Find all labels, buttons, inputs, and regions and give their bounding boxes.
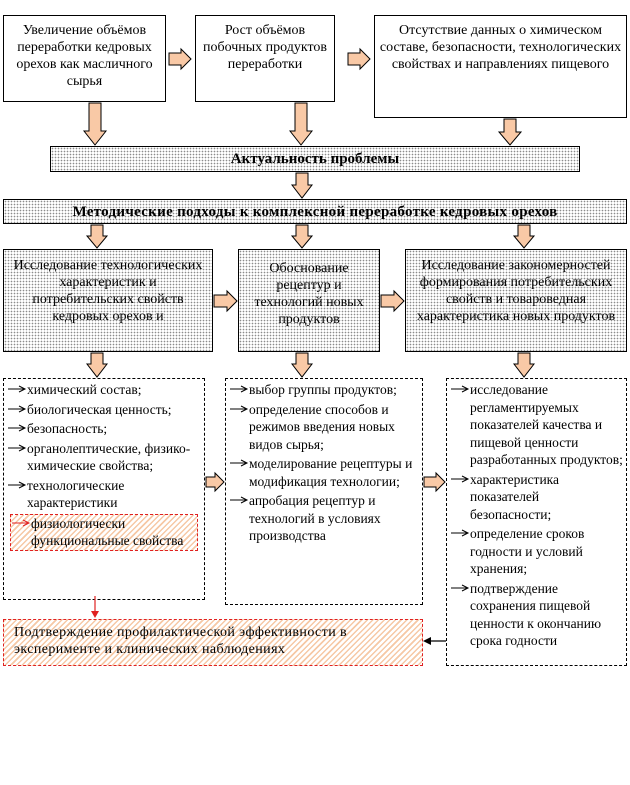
list1-item: технологические характеристики [7,477,201,512]
list1-item-text: органолептические, физико-химические сво… [27,440,191,474]
list-recipe-items: выбор группы продуктов; определение спос… [225,378,423,605]
arrow-down-icon [85,224,109,249]
arrow-bullet-icon [451,529,470,537]
list3-item-text: характеристика показателей безопасности; [470,471,560,522]
arrow-down-icon [82,102,108,146]
list1-item-text: безопасность; [27,421,108,436]
list2-item-text: выбор группы продуктов; [249,382,397,397]
list2-item-text: определение способов и режимов введения … [249,401,395,452]
list1-item-text: биологическая ценность; [27,401,172,417]
list3-item: определение сроков годности и условий хр… [450,525,623,578]
list3-item-text: исследование регламентируемых показателе… [470,382,623,467]
list2-item-text: апробация рецептур и технологий в услови… [249,493,381,543]
list2-item: выбор группы продуктов; [229,381,419,399]
arrow-right-icon [205,471,225,493]
arrow-down-icon [290,172,314,199]
arrow-bullet-icon [230,459,249,467]
box-recipe-justification-text: Обоснование рецептур и технологий новых … [254,261,364,327]
banner-methods: Методические подходы к комплексной перер… [3,199,627,224]
arrow-bullet-icon [8,385,27,393]
arrow-bullet-icon [451,584,470,591]
arrow-bullet-icon [451,385,470,393]
arrow-bullet-icon [230,385,249,393]
list1-item: органолептические, физико-химические сво… [7,440,201,475]
arrow-bullet-icon [8,405,27,412]
box-no-data-text: Отсутствие данных о химическом составе, … [379,23,622,72]
arrow-down-icon [85,352,109,378]
box-oil-processing-growth-text: Увеличение объёмов переработки кедровых … [16,23,153,89]
box-byproducts-growth-text: Рост объёмов побочных продуктов перерабо… [202,23,328,72]
arrow-down-icon [290,352,314,378]
box-oil-processing-growth: Увеличение объёмов переработки кедровых … [3,15,166,102]
arrow-bullet-icon [8,444,27,451]
arrow-right-icon [168,47,192,71]
arrow-bullet-icon [230,496,249,504]
banner-methods-text: Методические подходы к комплексной перер… [72,203,558,220]
list2-item-text: моделирование рецептуры и модификация те… [249,456,413,489]
arrow-bullet-icon [230,405,249,412]
arrow-right-icon [347,47,371,71]
arrow-down-icon [288,102,314,146]
arrow-down-icon [290,224,314,249]
box-recipe-justification: Обоснование рецептур и технологий новых … [238,249,380,352]
list-research-items: химический состав; биологическая ценност… [3,378,205,600]
list3-item-text: подтверждение сохранения пищевой ценност… [470,580,602,649]
box-research-properties: Исследование технологических характерист… [3,249,213,352]
arrow-right-icon [423,471,446,493]
list3-item: подтверждение сохранения пищевой ценност… [450,580,623,650]
box-consumer-properties: Исследование закономерностей формировани… [405,249,627,352]
box-no-data: Отсутствие данных о химическом составе, … [374,15,627,118]
box-confirmation: Подтверждение профилактической эффективн… [3,619,423,666]
banner-relevance-text: Актуальность проблемы [230,151,400,167]
list1-item: безопасность; [7,420,201,438]
box-research-properties-text: Исследование технологических характерист… [13,258,203,324]
arrow-right-icon [380,289,405,313]
list1-item: химический состав; [7,381,201,399]
arrow-down-icon [512,224,536,249]
arrow-right-icon [213,289,238,313]
list3-item: характеристика показателей безопасности; [450,471,623,524]
arrow-down-icon [512,352,536,378]
list3-item-text: определение сроков годности и условий хр… [470,526,585,576]
list1-item-text: химический состав; [27,382,142,397]
list1-item: биологическая ценность; [7,401,201,419]
list2-item: моделирование рецептуры и модификация те… [229,455,419,490]
arrow-left-icon [423,637,446,645]
arrow-bullet-icon [8,424,27,432]
list2-item: определение способов и режимов введения … [229,401,419,454]
box-confirmation-text: Подтверждение профилактической эффективн… [14,625,347,657]
arrow-bullet-icon [12,519,31,526]
list1-item-text: физиологически функциональные свойства [31,515,184,549]
list1-item-text: технологические характеристики [27,477,125,511]
list2-item: апробация рецептур и технологий в услови… [229,492,419,545]
red-arrow-down-icon [91,596,99,618]
banner-relevance: Актуальность проблемы [50,146,580,172]
list-consumer-items: исследование регламентируемых показателе… [446,378,627,666]
list3-item: исследование регламентируемых показателе… [450,381,623,469]
arrow-bullet-icon [8,481,27,488]
box-byproducts-growth: Рост объёмов побочных продуктов перерабо… [195,15,335,102]
list1-item-highlighted: физиологически функциональные свойства [10,513,198,551]
box-consumer-properties-text: Исследование закономерностей формировани… [416,258,616,324]
arrow-bullet-icon [451,475,470,482]
arrow-down-icon [497,118,523,146]
